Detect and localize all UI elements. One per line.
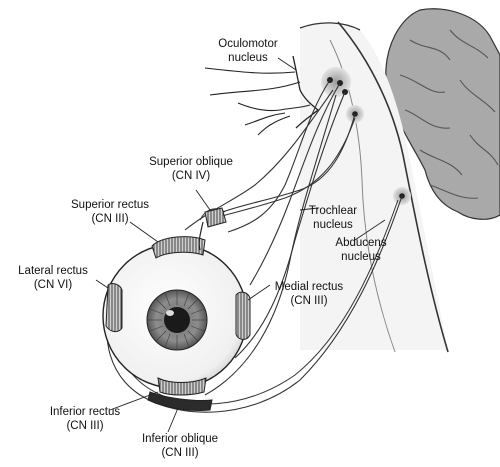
trochlear-label-line2: nucleus [313,219,353,231]
abducens-nucleus-label: Abducens nucleus [325,236,397,264]
trochlear-nucleus-label: Trochlear nucleus [298,204,368,232]
trochlear-label-line1: Trochlear [308,205,358,217]
superior-oblique-muscle [204,207,227,228]
inferior-rectus-label: Inferior rectus (CN III) [40,405,130,433]
abducens-label-line1: Abducens [335,237,387,249]
lateral-rectus-label-line2: (CN VI) [33,279,73,291]
superior-oblique-label: Superior oblique (CN IV) [141,155,241,183]
iris-striations [147,290,207,350]
lateral-rectus-label-line1: Lateral rectus [18,265,88,277]
abducens-label-line2: nucleus [341,251,381,263]
oculomotor-nucleus-label: Oculomotor nucleus [203,37,293,65]
superior-oblique-label-line1: Superior oblique [149,156,233,168]
superior-rectus-label-line1: Superior rectus [71,199,149,211]
superior-oblique-label-line2: (CN IV) [171,170,211,182]
superior-rectus-label-line2: (CN III) [91,213,129,225]
oculomotor-label-line1: Oculomotor [218,38,278,50]
inferior-oblique-label-line2: (CN III) [161,447,199,459]
oculomotor-label-line2: nucleus [228,52,268,64]
lateral-rectus-muscle [105,283,123,333]
brain-region [385,8,500,220]
medial-rectus-label-line2: (CN III) [290,295,328,307]
superior-rectus-muscle [151,236,206,259]
lateral-rectus-label: Lateral rectus (CN VI) [12,264,94,292]
inferior-rectus-label-line1: Inferior rectus [49,406,121,418]
inferior-oblique-label-line1: Inferior oblique [141,433,219,445]
inferior-rectus-muscle [157,377,207,396]
inferior-oblique-label: Inferior oblique (CN III) [132,432,228,460]
superior-rectus-label: Superior rectus (CN III) [65,198,155,226]
inferior-oblique-muscle [147,391,213,411]
inferior-rectus-label-line2: (CN III) [66,420,104,432]
medial-rectus-muscle [235,291,251,340]
medial-rectus-label-line1: Medial rectus [274,281,344,293]
brainstem [300,22,448,351]
medial-rectus-label: Medial rectus (CN III) [268,280,350,308]
